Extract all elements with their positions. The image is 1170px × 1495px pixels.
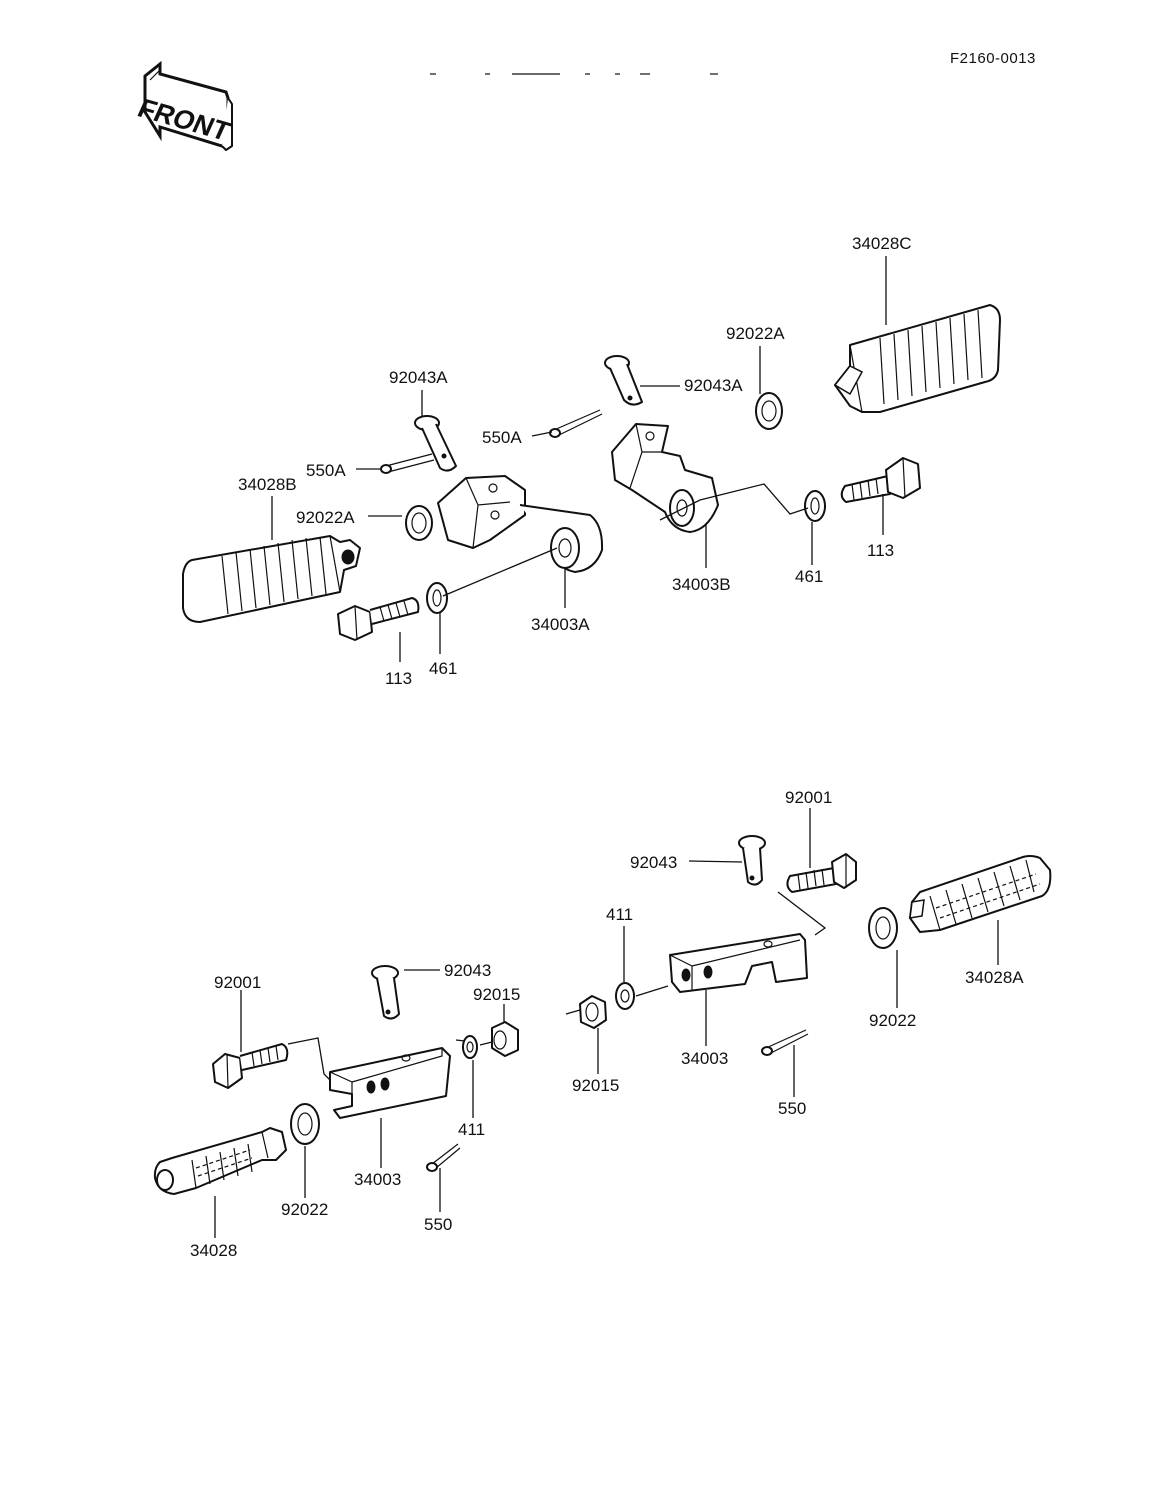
axis-line-top-right bbox=[659, 483, 809, 521]
footpeg-34028b bbox=[182, 535, 361, 623]
label-411-left: 411 bbox=[458, 1120, 485, 1139]
cotter-pin-550-right bbox=[761, 1029, 809, 1056]
clevis-pin-92043-right bbox=[738, 835, 766, 886]
label-411-right: 411 bbox=[606, 905, 633, 924]
bolt-92001-right bbox=[786, 853, 857, 893]
spacer-92022-left bbox=[290, 1103, 320, 1145]
label-92043a-left: 92043A bbox=[389, 368, 448, 387]
label-34003b: 34003B bbox=[672, 575, 731, 594]
bracket-34003b bbox=[611, 423, 719, 533]
clevis-pin-92043-left bbox=[371, 965, 400, 1020]
axis-line-bottom-right bbox=[565, 985, 669, 1015]
label-550a-right: 550A bbox=[482, 428, 522, 447]
nut-92015-right bbox=[579, 995, 607, 1029]
label-34003a: 34003A bbox=[531, 615, 590, 634]
label-461-right: 461 bbox=[795, 567, 823, 586]
spacer-92022-right bbox=[868, 907, 898, 949]
clevis-pin-92043a-right bbox=[604, 355, 643, 406]
label-92022a-right: 92022A bbox=[726, 324, 785, 343]
label-92001-left: 92001 bbox=[214, 973, 261, 992]
label-34028b: 34028B bbox=[238, 475, 297, 494]
bracket-34003-right bbox=[669, 933, 808, 993]
label-34028c: 34028C bbox=[852, 234, 912, 253]
label-34003-right: 34003 bbox=[681, 1049, 728, 1068]
nut-92015-left bbox=[491, 1021, 519, 1057]
footpeg-34028c bbox=[833, 304, 1001, 413]
leader-lines-top bbox=[271, 256, 887, 662]
label-92043a-right: 92043A bbox=[684, 376, 743, 395]
axis-line-bottom-mid bbox=[455, 1039, 493, 1046]
label-34003-left: 34003 bbox=[354, 1170, 401, 1189]
axis-line-bottom-left bbox=[287, 1037, 331, 1081]
label-92001-right: 92001 bbox=[785, 788, 832, 807]
footpeg-34028a bbox=[909, 855, 1052, 933]
label-113-right: 113 bbox=[867, 541, 894, 560]
lockwasher-461-left bbox=[426, 582, 448, 614]
axis-line-bottom-bolt bbox=[777, 891, 827, 936]
bolt-92001-left bbox=[212, 1043, 289, 1089]
footpeg-34028 bbox=[153, 1127, 287, 1195]
label-34028a: 34028A bbox=[965, 968, 1024, 987]
label-92022-left: 92022 bbox=[281, 1200, 328, 1219]
leader-lines-bottom bbox=[214, 808, 999, 1238]
label-113-left: 113 bbox=[385, 669, 412, 688]
cotter-pin-550a-right bbox=[549, 409, 603, 438]
cotter-pin-550-left bbox=[426, 1143, 461, 1172]
label-92015-left: 92015 bbox=[473, 985, 520, 1004]
diagram-code: F2160-0013 bbox=[950, 50, 1036, 67]
washer-411-left bbox=[462, 1035, 478, 1059]
clevis-pin-92043a-left bbox=[414, 415, 457, 472]
label-34028: 34028 bbox=[190, 1241, 237, 1260]
washer-92022a-left bbox=[405, 505, 433, 541]
label-92022-right: 92022 bbox=[869, 1011, 916, 1030]
bracket-34003-left bbox=[329, 1047, 451, 1119]
label-92043-right: 92043 bbox=[630, 853, 677, 872]
label-92015-right: 92015 bbox=[572, 1076, 619, 1095]
lockwasher-461-right bbox=[804, 490, 826, 522]
cotter-pin-550a-left bbox=[380, 453, 435, 474]
front-arrow-icon: FRONT bbox=[133, 60, 236, 151]
label-550-left: 550 bbox=[424, 1215, 452, 1234]
bracket-34003a bbox=[437, 475, 604, 573]
label-92043-left: 92043 bbox=[444, 961, 491, 980]
label-92022a-left: 92022A bbox=[296, 508, 355, 527]
bolt-113-right bbox=[840, 457, 921, 503]
label-550a-left: 550A bbox=[306, 461, 346, 480]
axis-line-top-left bbox=[442, 547, 558, 597]
label-461-left: 461 bbox=[429, 659, 457, 678]
washer-92022a-right bbox=[755, 392, 783, 430]
bolt-113-left bbox=[337, 597, 420, 641]
label-550-right: 550 bbox=[778, 1099, 806, 1118]
washer-411-right bbox=[615, 982, 635, 1010]
